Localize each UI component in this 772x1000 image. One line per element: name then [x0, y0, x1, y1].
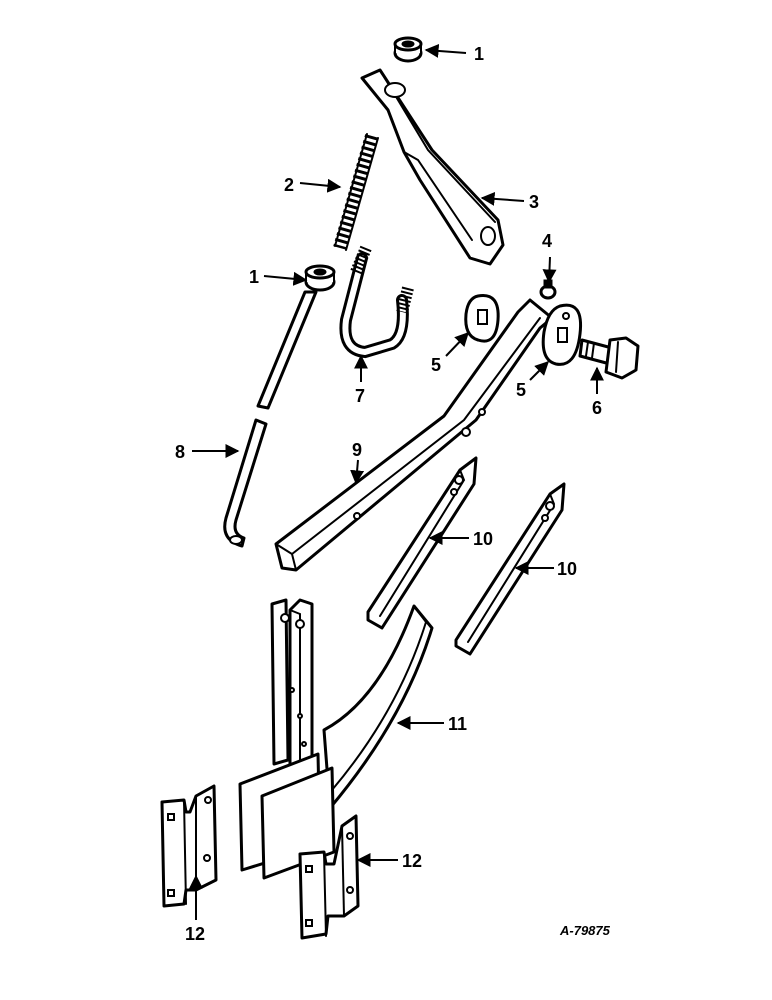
callout-12-right: 12 [402, 851, 422, 871]
callout-4: 4 [542, 231, 552, 251]
rod [223, 290, 318, 548]
callout-1-lower: 1 [249, 267, 259, 287]
callout-12-left: 12 [185, 924, 205, 944]
bushing-top [393, 36, 423, 63]
bar-left [366, 456, 478, 630]
clip-left [160, 784, 218, 908]
bolt [578, 336, 640, 380]
callout-5-left: 5 [431, 355, 441, 375]
callout-labels: 1 2 3 4 1 5 5 6 7 8 9 10 10 11 12 12 [175, 44, 602, 944]
callout-10-left: 10 [473, 529, 493, 549]
callout-2: 2 [284, 175, 294, 195]
u-bolt [339, 245, 414, 359]
callout-5-right: 5 [516, 380, 526, 400]
callout-3: 3 [529, 192, 539, 212]
callout-8: 8 [175, 442, 185, 462]
leader-lines [189, 43, 604, 920]
bar-right [454, 482, 566, 656]
drawing-code: A-79875 [559, 923, 611, 938]
grease-fitting [539, 279, 557, 300]
callout-11: 11 [448, 714, 467, 734]
spring [333, 133, 379, 251]
bracket [360, 68, 505, 266]
callout-1-top: 1 [474, 44, 484, 64]
callout-6: 6 [592, 398, 602, 418]
washer-right [541, 303, 583, 366]
callout-7: 7 [355, 386, 365, 406]
shank-blade [238, 598, 434, 880]
arm [274, 298, 554, 572]
callout-10-right: 10 [557, 559, 577, 579]
bushing-lower [304, 264, 336, 292]
callout-9: 9 [352, 440, 362, 460]
washer-left [464, 294, 500, 343]
